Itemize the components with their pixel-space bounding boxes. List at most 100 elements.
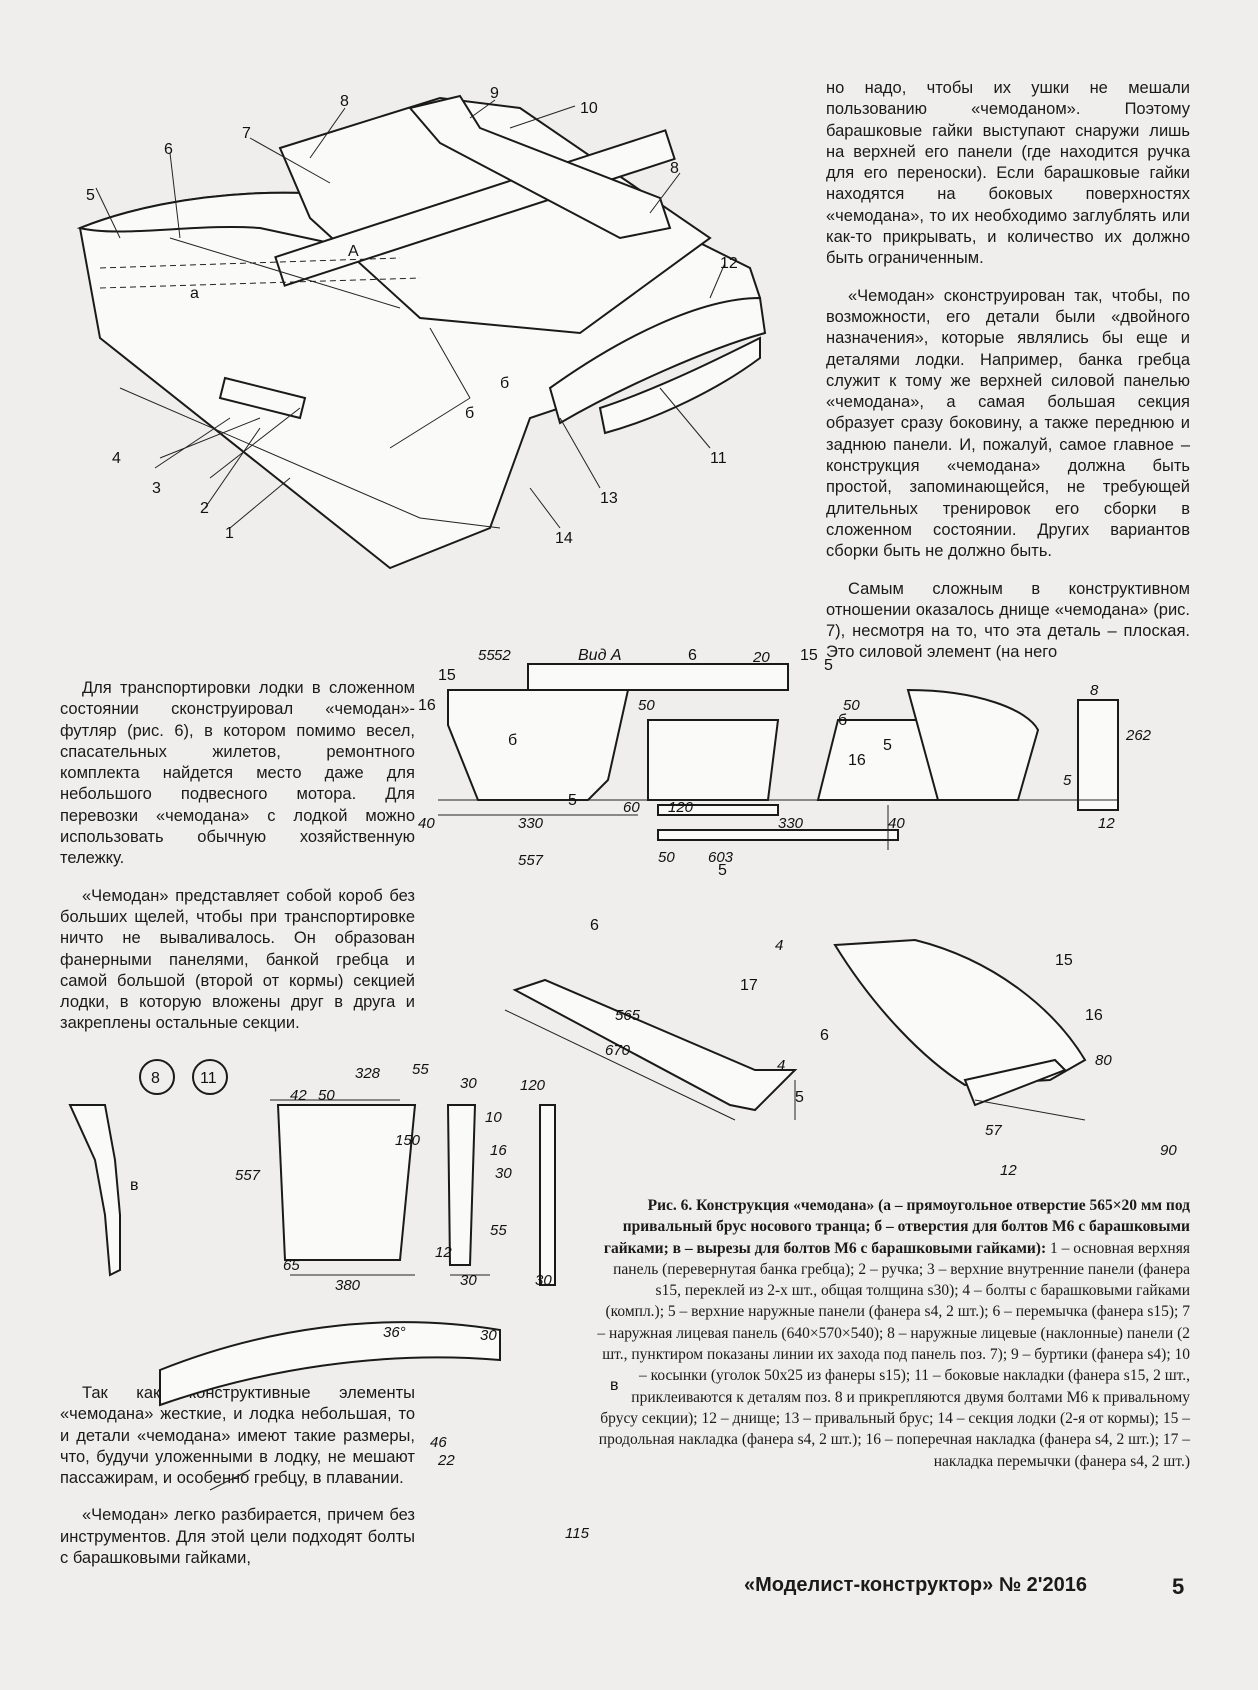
dimension: 50 — [638, 697, 655, 714]
left-text-column-bottom: Так как конструктивные элементы «чемодан… — [60, 1383, 415, 1569]
caption-title: Рис. 6. Конструкция «чемодана» — [647, 1197, 875, 1214]
dimension: 150 — [395, 1132, 421, 1149]
perspective-parts-drawing: 6 6 17 15 16 5 565 670 4 4 80 57 90 12 — [504, 917, 1177, 1179]
callout-label: в — [130, 1177, 139, 1194]
perspective-label-layer: 6 6 17 15 16 5 565 670 4 4 80 57 90 12 — [590, 917, 1177, 1179]
dimension: 4 — [777, 1057, 785, 1074]
callout-label: 6 — [688, 647, 697, 664]
callout-label: 6 — [164, 141, 173, 158]
callout-label: 6 — [590, 917, 599, 934]
callout-label: 5 — [795, 1089, 804, 1106]
dimension: 22 — [437, 1452, 455, 1469]
paragraph: но надо, чтобы их ушки не мешали пользов… — [826, 79, 1190, 268]
dimension: 50 — [318, 1087, 335, 1104]
dimension: 55 — [490, 1222, 507, 1239]
callout-label: 5 — [86, 187, 95, 204]
callout-label: 8 — [670, 160, 679, 177]
right-text-column: но надо, чтобы их ушки не мешали пользов… — [826, 78, 1190, 664]
dimension: 12 — [1000, 1162, 1017, 1179]
callout-label: 16 — [418, 697, 436, 714]
dimension: 55 — [478, 647, 495, 664]
paragraph: Так как конструктивные элементы «чемодан… — [60, 1384, 415, 1488]
view-a-label-layer: Вид А 6 15 15 16 16 5 5 5 5 б б 55 52 20… — [418, 647, 1152, 879]
dimension: 40 — [418, 815, 435, 832]
dimension: 90 — [1160, 1142, 1177, 1159]
dimension: 42 — [290, 1087, 307, 1104]
view-a-drawing: Вид А 6 15 15 16 16 5 5 5 5 б б 55 52 20… — [418, 647, 1152, 879]
callout-label: б — [500, 375, 509, 392]
callout-label: 4 — [112, 450, 121, 467]
main-callouts — [95, 99, 726, 529]
suitcase-body — [76, 94, 767, 570]
callout-label: А — [348, 243, 359, 260]
circle-label: 8 — [151, 1070, 160, 1087]
dimension: 12 — [435, 1244, 452, 1261]
callout-label: 5 — [718, 862, 727, 879]
callout-label: 15 — [438, 667, 456, 684]
callout-label: 16 — [848, 752, 866, 769]
journal-title: «Моделист-конструктор» № 2'2016 — [744, 1574, 1088, 1596]
dimension: 50 — [658, 849, 675, 866]
paragraph: Для транспортировки лодки в сложенном со… — [60, 679, 415, 868]
callout-label: а — [190, 285, 199, 302]
dimension: 4 — [775, 937, 783, 954]
caption-intro: (а – прямоугольное отверстие 565×20 мм п… — [603, 1197, 1190, 1257]
callout-label: 8 — [340, 93, 349, 110]
callout-label: б — [465, 405, 474, 422]
dimension: 80 — [1095, 1052, 1112, 1069]
circle-label: 11 — [200, 1070, 217, 1087]
view-title: Вид А — [578, 647, 622, 664]
dimension: 65 — [283, 1257, 300, 1274]
callout-label: 5 — [883, 737, 892, 754]
dimension: 670 — [605, 1042, 631, 1059]
dimension: 30 — [480, 1327, 497, 1344]
main-assembly-drawing: 1 2 3 4 5 6 7 8 8 9 10 11 12 13 14 а А б… — [76, 85, 767, 570]
callout-label: 9 — [490, 85, 499, 102]
dimension: 262 — [1125, 727, 1152, 744]
dimension: 60 — [623, 799, 640, 816]
dimension: 12 — [1098, 815, 1115, 832]
callout-label: 7 — [242, 125, 251, 142]
dimension: 330 — [518, 815, 544, 832]
callout-label: 14 — [555, 530, 573, 547]
view-a-parts — [438, 663, 1119, 850]
figure-caption: Рис. 6. Конструкция «чемодана» (а – прям… — [594, 1195, 1190, 1472]
panel-label-layer: 8 11 в в 328 55 42 50 30 120 10 150 557 … — [130, 1061, 619, 1542]
callout-label: 15 — [800, 647, 818, 664]
callout-label: 2 — [200, 500, 209, 517]
dimension: 55 — [412, 1061, 429, 1078]
paragraph: «Чемодан» представляет собой короб без б… — [60, 886, 415, 1033]
paragraph: «Чемодан» легко разбирается, причем без … — [60, 1506, 415, 1568]
dimension: 20 — [752, 649, 770, 666]
dimension: 380 — [335, 1277, 361, 1294]
dimension: 115 — [565, 1525, 590, 1542]
dimension: 36° — [383, 1324, 406, 1341]
paragraph: Самым сложным в конструктивном отношении… — [826, 579, 1190, 662]
callout-label: 15 — [1055, 952, 1073, 969]
callout-label: 12 — [720, 255, 738, 272]
dimension: 30 — [460, 1075, 477, 1092]
dimension: 557 — [235, 1167, 261, 1184]
dimension: 40 — [888, 815, 905, 832]
dimension: 603 — [708, 849, 734, 866]
dimension: 557 — [518, 852, 544, 869]
dimension: 10 — [485, 1109, 502, 1126]
dimension: 46 — [430, 1434, 447, 1451]
caption-body: 1 – основная верхняя панель (перевернута… — [597, 1239, 1190, 1470]
callout-label: 3 — [152, 480, 161, 497]
dimension: 30 — [495, 1165, 512, 1182]
callout-label: в — [610, 1377, 619, 1394]
dimension: 565 — [615, 1007, 641, 1024]
callout-label: 5 — [568, 792, 577, 809]
panel-details-parts — [68, 1059, 556, 1491]
dimension: 120 — [668, 799, 694, 816]
perspective-parts — [504, 938, 1087, 1121]
callout-label: 10 — [580, 100, 598, 117]
dimension: 30 — [460, 1272, 477, 1289]
dimension: 5 — [1063, 772, 1072, 789]
dimension: 120 — [520, 1077, 546, 1094]
dimension: 16 — [490, 1142, 507, 1159]
callout-label: 6 — [820, 1027, 829, 1044]
callout-label: 1 — [225, 525, 234, 542]
callout-label: 13 — [600, 490, 618, 507]
